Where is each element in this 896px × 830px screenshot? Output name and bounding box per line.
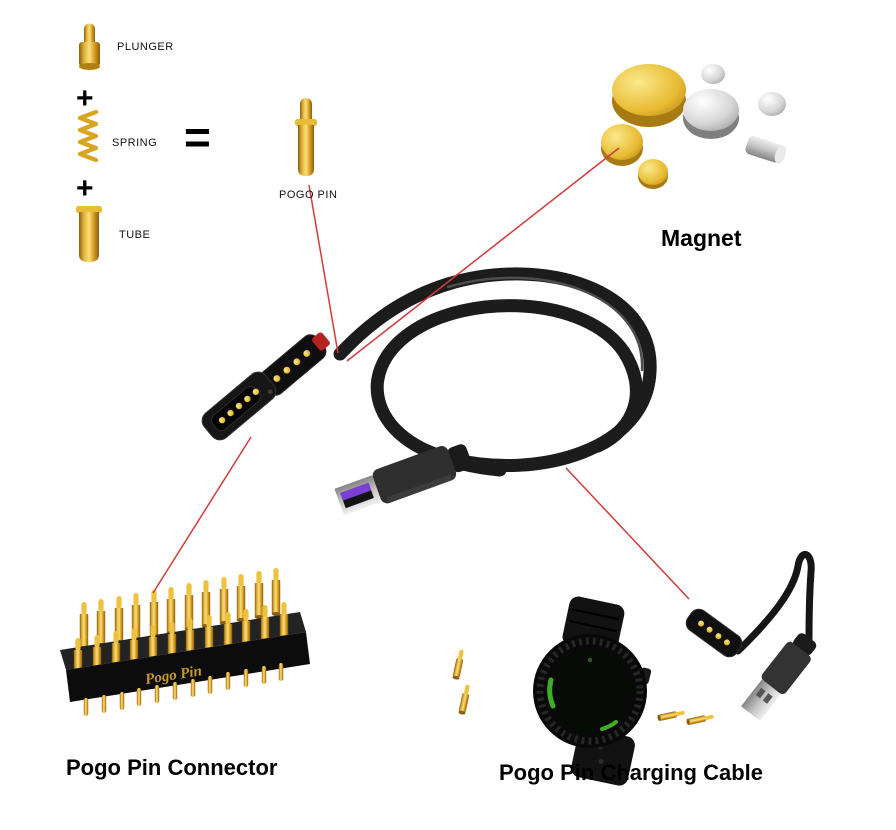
charging-connector-icon xyxy=(685,608,743,658)
spring-icon xyxy=(77,109,99,163)
plunger-icon xyxy=(79,23,100,70)
usb-cable-image xyxy=(333,267,657,477)
magnetic-connector-loose-icon xyxy=(201,371,277,441)
annotation-line-pogo-pin xyxy=(308,184,339,354)
annotation-line-connector xyxy=(152,436,252,594)
pogo-pin-connector-image: Pogo Pin xyxy=(60,568,310,716)
usb-plug-icon xyxy=(334,444,472,516)
pogo-pin-icon xyxy=(295,98,317,176)
tube-icon xyxy=(76,206,102,262)
annotation-lines xyxy=(152,147,690,600)
spring-label: SPRING xyxy=(112,137,158,149)
annotation-line-magnet xyxy=(346,147,620,362)
plus-sign-top: + xyxy=(76,82,94,115)
charging-cable-image xyxy=(685,551,817,722)
connector-title: Pogo Pin Connector xyxy=(66,755,278,780)
charging-cable-title: Pogo Pin Charging Cable xyxy=(499,760,764,785)
tube-label: TUBE xyxy=(119,229,151,241)
equals-sign: = xyxy=(184,111,211,163)
magnet-label: Magnet xyxy=(661,225,742,251)
magnets-image xyxy=(601,64,786,189)
plus-sign-bottom: + xyxy=(76,172,94,205)
smartwatch-image xyxy=(533,596,652,786)
charging-usb-plug-icon xyxy=(741,633,817,722)
plunger-label: PLUNGER xyxy=(117,41,174,53)
pogo-pin-label: POGO PIN xyxy=(279,189,338,201)
annotation-line-charging-cable xyxy=(565,467,690,600)
